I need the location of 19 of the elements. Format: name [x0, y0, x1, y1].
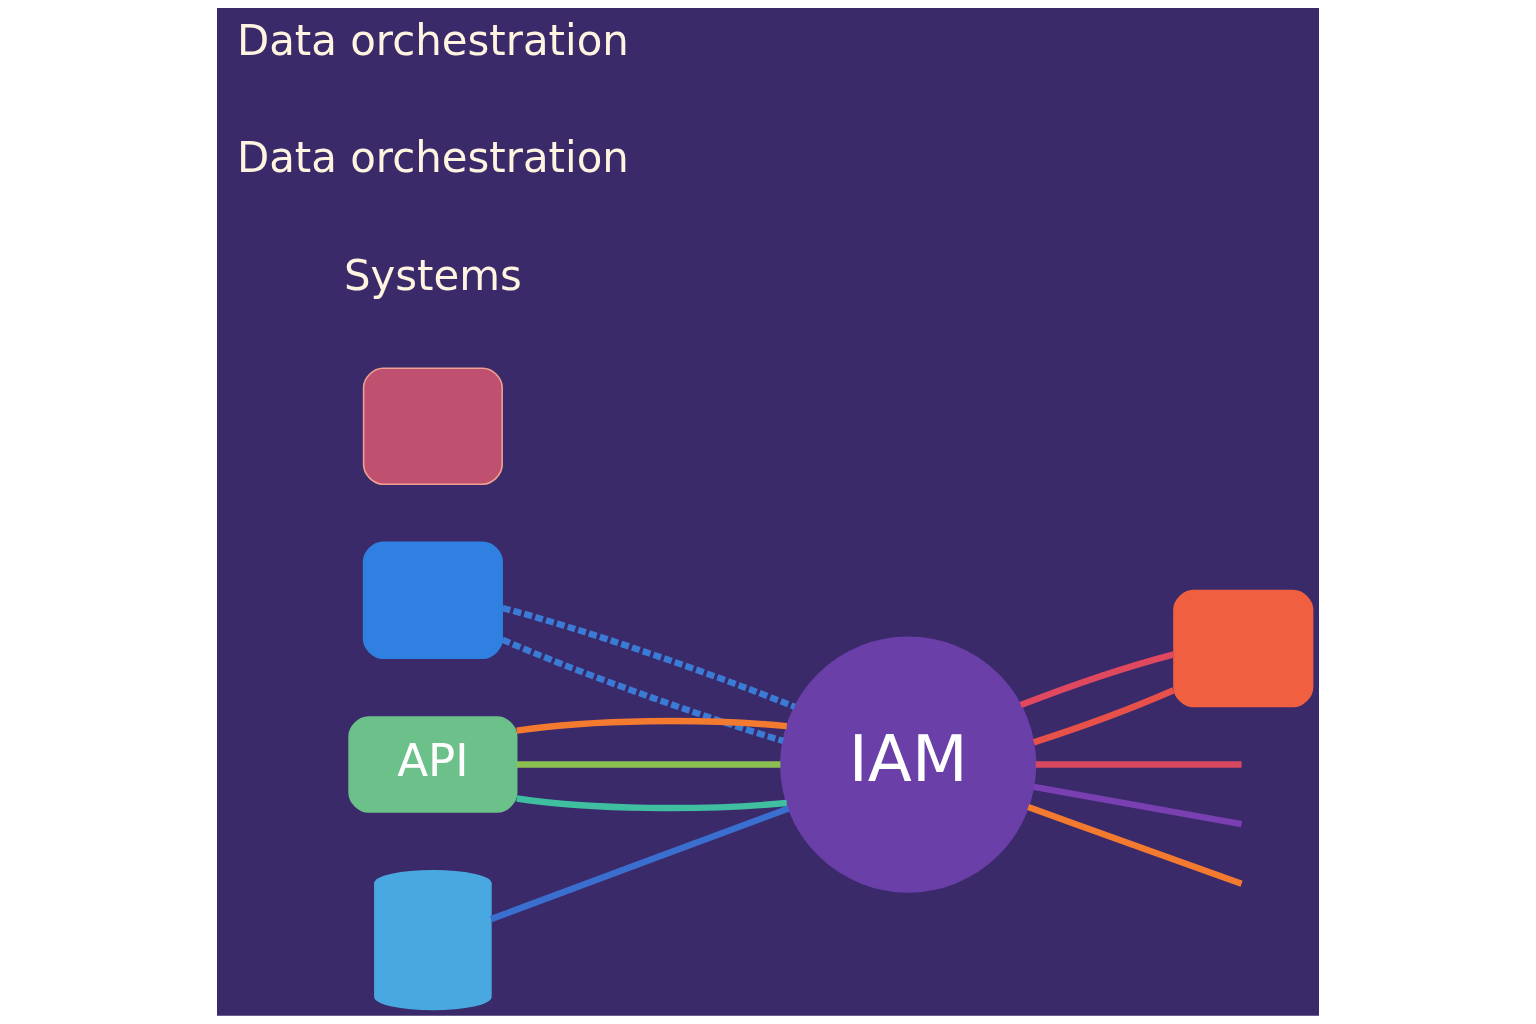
- label: Data orchestration: [236, 15, 629, 65]
- node-circle: IAM: [780, 636, 1037, 893]
- node-box: API: [348, 716, 518, 813]
- connector: [489, 805, 790, 923]
- connector: [1032, 687, 1175, 746]
- connector: [501, 636, 785, 744]
- connector: [516, 795, 788, 812]
- connector: [516, 761, 781, 768]
- connector: [1019, 651, 1175, 709]
- connector: [1035, 761, 1242, 768]
- connector: [516, 717, 788, 734]
- node-box: [362, 367, 503, 485]
- label: Data orchestration: [236, 133, 629, 183]
- connector: [1027, 804, 1243, 887]
- node-box: [362, 541, 503, 659]
- label: Systems: [343, 250, 522, 300]
- connector: [1033, 783, 1243, 828]
- node-box: [1173, 589, 1314, 708]
- connector: [501, 604, 796, 710]
